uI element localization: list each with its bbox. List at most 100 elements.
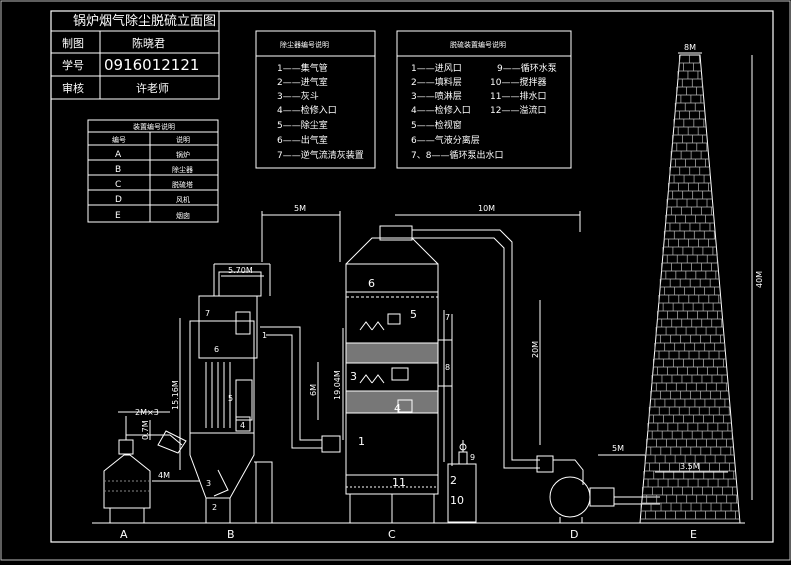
equipment-code: D — [115, 195, 122, 205]
dim-3-5m: 3.5M — [680, 462, 700, 471]
tower-inlet-flange — [321, 435, 341, 453]
dim-6m: 6M — [309, 384, 318, 396]
equipment-code: C — [115, 180, 121, 190]
dust-label-4: 4 — [240, 421, 245, 430]
dust-legend-item: 3——灰斗 — [277, 90, 319, 102]
equipment-desc: 风机 — [176, 195, 190, 204]
tower-label-8: 8 — [445, 363, 450, 372]
dust-label-3: 3 — [206, 479, 211, 488]
value-reviewer: 许老师 — [136, 82, 169, 95]
drawing-frame — [50, 10, 774, 543]
label-student-id: 学号 — [62, 58, 84, 72]
dust-legend-title: 除尘器编号说明 — [280, 40, 329, 49]
tower-label-2: 2 — [450, 474, 457, 487]
equipment-desc: 锅炉 — [176, 150, 190, 159]
chimney-brick-pattern — [640, 55, 740, 520]
chimney-e — [639, 54, 741, 524]
dim-40m: 40M — [755, 271, 764, 288]
dust-label-7: 7 — [205, 309, 210, 318]
equipment-legend-header-desc: 说明 — [176, 135, 190, 144]
dim-5-70m: 5.70M — [228, 266, 253, 275]
drawing-title: 锅炉烟气除尘脱硫立面图 — [73, 13, 216, 29]
tower-label-1: 1 — [358, 435, 365, 448]
desulf-legend-item: 10——搅拌器 — [490, 76, 546, 88]
desulfurization-legend: 脱硫装置编号说明 1——进风口 2——填料层 3——喷淋层 4——检修入口 5—… — [396, 30, 572, 169]
equipment-tag-e: E — [690, 528, 697, 541]
dust-legend-item: 1——集气管 — [277, 62, 328, 74]
tower-label-7: 7 — [445, 313, 450, 322]
title-block: 锅炉烟气除尘脱硫立面图 制图 陈晓君 学号 0916012121 审核 许老师 — [50, 10, 220, 100]
tower-label-11: 11 — [392, 476, 406, 489]
tower-label-6: 6 — [368, 277, 375, 290]
dim-0-7m: 0.7M — [141, 420, 150, 440]
tower-label-4: 4 — [394, 402, 401, 415]
boiler-outlet-duct — [125, 434, 183, 446]
dust-legend-item: 4——检修入口 — [277, 104, 337, 116]
desulf-legend-item: 11——排水口 — [490, 90, 546, 102]
desulfurization-tower-c — [345, 225, 453, 523]
dust-label-2: 2 — [212, 503, 217, 512]
dust-legend-item: 7——逆气流清灰装置 — [277, 149, 364, 161]
equipment-legend: 装置编号说明 编号 说明 A 锅炉 B 除尘器 C 脱硫塔 D 风机 E 烟囱 — [87, 119, 219, 223]
desulf-legend-item: 6——气液分离层 — [411, 134, 480, 146]
dust-collector-b — [189, 263, 273, 524]
tower-to-fan-duct — [412, 229, 540, 461]
desulf-legend-item: 7、8——循环泵出水口 — [411, 149, 503, 161]
circulation-tank — [447, 440, 477, 523]
equipment-legend-title: 装置编号说明 — [133, 122, 175, 131]
collector-to-tower-duct-inner — [266, 334, 322, 449]
equipment-code: A — [115, 150, 122, 160]
desulf-legend-item: 2——填料层 — [411, 76, 462, 88]
fan-d — [549, 459, 660, 523]
dim-19-04m: 19.04M — [333, 370, 342, 400]
dust-label-1: 1 — [262, 331, 267, 340]
desulf-legend-item: 9——循环水泵 — [497, 62, 557, 74]
dim-8m: 8M — [684, 43, 696, 52]
dim-4m: 4M — [158, 471, 170, 480]
desulf-legend-item: 1——进风口 — [411, 63, 462, 74]
value-student-id: 0916012121 — [104, 56, 199, 74]
tower-label-10: 10 — [450, 494, 464, 507]
equipment-tag-b: B — [227, 528, 235, 541]
desulf-legend-item: 4——检修入口 — [411, 104, 471, 116]
equipment-desc: 除尘器 — [172, 165, 193, 174]
desulf-legend-item: 3——喷淋层 — [411, 90, 462, 102]
dust-legend-item: 6——出气室 — [277, 134, 328, 146]
equipment-tag-d: D — [570, 528, 578, 541]
dim-5m-top: 5M — [294, 204, 306, 213]
dim-5m-fan: 5M — [612, 444, 624, 453]
boiler-a — [103, 416, 151, 523]
desulf-legend-item: 12——溢流口 — [490, 104, 546, 116]
tower-label-9: 9 — [470, 453, 475, 462]
equipment-tag-c: C — [388, 528, 396, 541]
desulf-legend-item: 5——检视窗 — [411, 119, 462, 131]
dim-10m: 10M — [478, 204, 495, 213]
tower-to-fan-duct-inner — [412, 237, 540, 469]
equipment-desc: 烟囱 — [176, 211, 190, 220]
dust-label-5: 5 — [228, 394, 233, 403]
dust-legend-item: 2——进气室 — [277, 76, 328, 88]
dust-legend-item: 5——除尘室 — [277, 119, 328, 131]
dust-collector-legend: 除尘器编号说明 1——集气管 2——进气室 3——灰斗 4——检修入口 5——除… — [255, 30, 376, 169]
tower-label-3: 3 — [350, 370, 357, 383]
dim-20m: 20M — [531, 341, 540, 358]
tower-label-5: 5 — [410, 308, 417, 321]
desulf-legend-title: 脱硫装置编号说明 — [450, 40, 506, 49]
collector-to-tower-duct — [260, 326, 322, 441]
dimension-annotations — [118, 52, 753, 500]
dim-2mx3: 2M×3 — [135, 408, 159, 417]
equipment-code: B — [115, 165, 121, 175]
label-drawn-by: 制图 — [62, 37, 84, 50]
equipment-tag-a: A — [120, 528, 128, 541]
label-reviewer: 审核 — [62, 81, 84, 95]
dim-15-16m: 15.16M — [171, 380, 180, 410]
fan-inlet-flange — [536, 455, 554, 473]
value-drawn-by: 陈晓君 — [132, 36, 165, 50]
equipment-legend-header-code: 编号 — [112, 135, 126, 144]
equipment-desc: 脱硫塔 — [172, 180, 193, 189]
duct-elbow — [157, 430, 187, 454]
equipment-code: E — [115, 211, 121, 221]
